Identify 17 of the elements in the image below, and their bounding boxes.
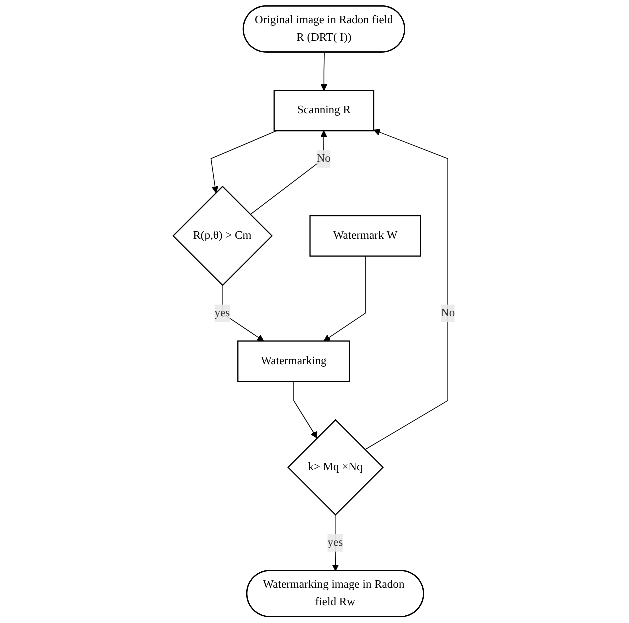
node-box: Watermarking (238, 340, 351, 382)
arrow (321, 52, 328, 91)
arrow (332, 514, 340, 572)
node-box: Scanning R (274, 90, 375, 132)
node-diamond: k> Mq ×Nq (288, 419, 384, 516)
edge-label: No (441, 307, 456, 320)
arrow (294, 381, 318, 439)
arrow (222, 285, 264, 342)
node-diamond: R(p,θ) > Cm (172, 186, 274, 286)
node-box: Watermark W (310, 215, 422, 257)
edge-label: yes (214, 307, 230, 320)
arrow (365, 129, 449, 450)
arrow (211, 130, 278, 194)
edge-label: No (317, 152, 332, 165)
arrow (250, 130, 328, 216)
arrow (324, 256, 366, 342)
edge-label: yes (328, 536, 344, 549)
